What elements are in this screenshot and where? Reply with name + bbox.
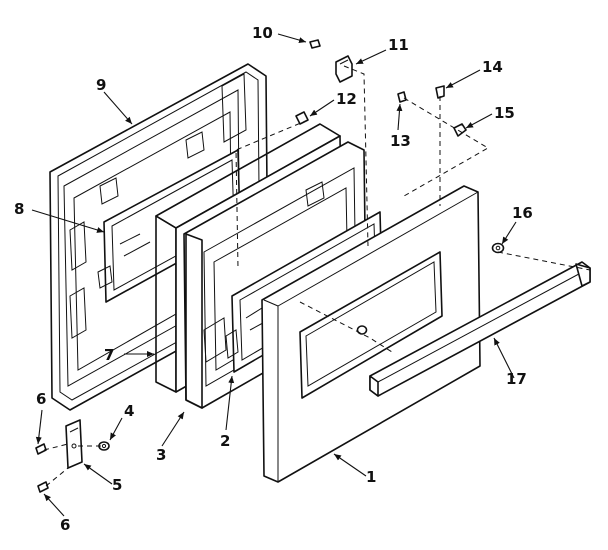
callout-labels: 1 2 3 4 5 6 6 7 8 9 10 11 12 13 14 15 16… (14, 24, 533, 534)
callout-10: 10 (252, 24, 273, 42)
callout-16: 16 (512, 204, 533, 222)
leader-lines (31, 33, 517, 517)
screw-12 (295, 111, 309, 125)
hinge-screw-lower (37, 481, 49, 493)
hinge-bracket (65, 419, 83, 469)
hinge-screw-upper (35, 443, 47, 455)
outer-door-panel (261, 185, 481, 483)
panel-bushing (356, 325, 368, 335)
callout-13: 13 (390, 132, 411, 150)
callout-11: 11 (388, 36, 409, 54)
callout-6-lower: 6 (60, 516, 70, 534)
callout-15: 15 (494, 104, 515, 122)
assembly-guide-lines (43, 65, 591, 487)
top-screw-10 (309, 39, 321, 49)
nut-15 (453, 123, 467, 137)
callout-12: 12 (336, 90, 357, 108)
callout-9: 9 (96, 76, 106, 94)
screw-13 (397, 91, 407, 103)
callout-14: 14 (482, 58, 503, 76)
callout-4: 4 (124, 402, 134, 420)
callout-7: 7 (104, 346, 114, 364)
callout-6-upper: 6 (36, 390, 46, 408)
top-clip-11 (335, 55, 353, 83)
washer-16 (491, 242, 505, 254)
screw-14 (435, 85, 445, 99)
callout-3: 3 (156, 446, 166, 464)
callout-5: 5 (112, 476, 122, 494)
callout-2: 2 (220, 432, 230, 450)
callout-17: 17 (506, 370, 527, 388)
callout-8: 8 (14, 200, 24, 218)
callout-1: 1 (366, 468, 376, 486)
